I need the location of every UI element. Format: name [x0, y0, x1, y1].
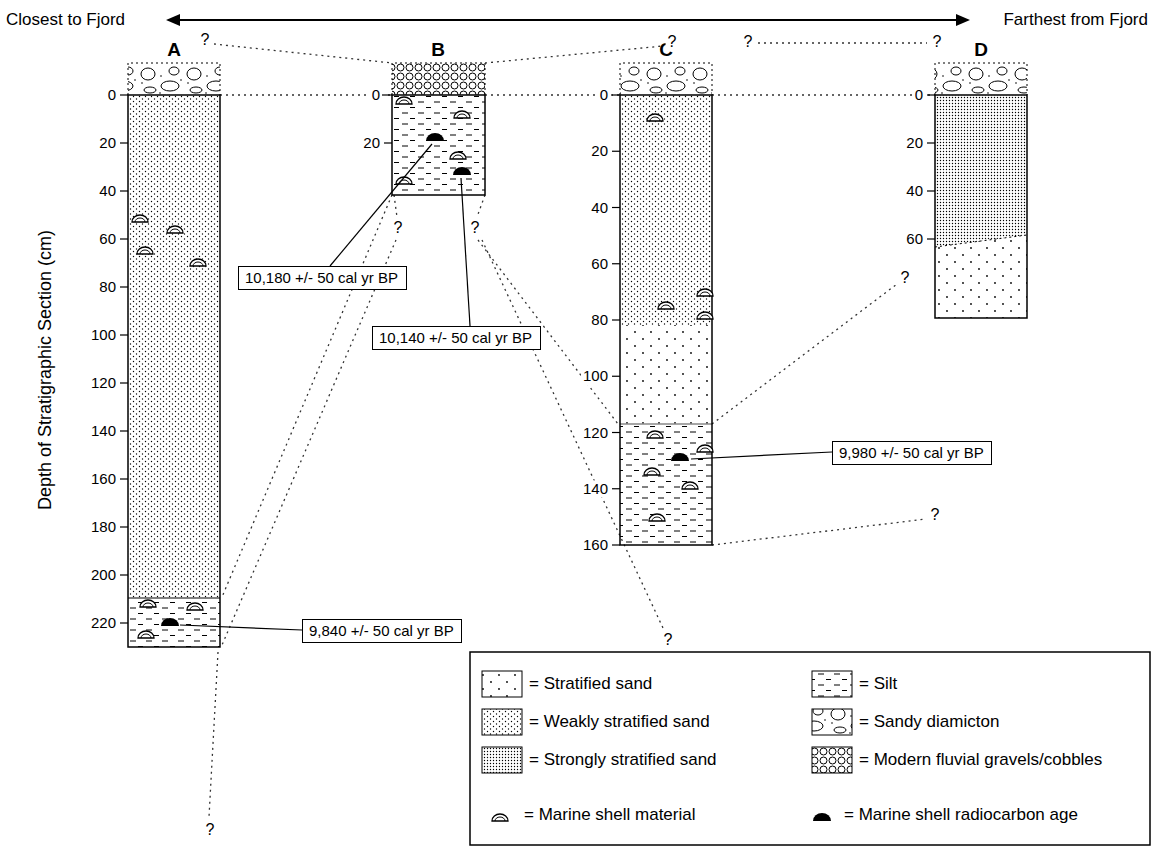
direction-label: Closest to Fjord: [4, 10, 127, 30]
depth-value: 160: [89, 470, 118, 487]
date-box: 10,140 +/- 50 cal yr BP: [372, 326, 541, 350]
tick-mark: [927, 190, 935, 191]
tick-mark: [384, 94, 392, 95]
date-text: 9,840 +/- 50 cal yr BP: [309, 622, 454, 640]
tick-mark: [927, 94, 935, 95]
depth-value: 100: [581, 368, 610, 385]
uncertain-mark: ?: [899, 269, 912, 287]
column-c: [620, 63, 713, 545]
depth-value: 120: [89, 374, 118, 391]
tick-mark: [927, 238, 935, 239]
tick-mark: [612, 151, 620, 152]
tick-mark: [120, 334, 128, 335]
direction-arrow: [166, 14, 970, 26]
tick-mark: [120, 94, 128, 95]
tick-mark: [384, 142, 392, 143]
tick-mark: [612, 263, 620, 264]
legend-text: = Marine shell material: [522, 805, 698, 825]
date-text: 10,180 +/- 50 cal yr BP: [245, 269, 398, 287]
date-box: 10,180 +/- 50 cal yr BP: [238, 266, 407, 290]
depth-value: 180: [89, 518, 118, 535]
depth-value: 140: [581, 480, 610, 497]
legend-text: = Stratified sand: [527, 674, 654, 694]
uncertain-mark: ?: [742, 33, 755, 51]
column-letter: D: [972, 39, 990, 61]
direction-label: Farthest from Fjord: [1001, 10, 1150, 30]
uncertain-mark: ?: [199, 31, 212, 49]
legend-text: = Strongly stratified sand: [527, 750, 719, 770]
depth-value: 120: [581, 424, 610, 441]
depth-value: 0: [913, 86, 925, 103]
tick-mark: [120, 526, 128, 527]
tick-mark: [120, 622, 128, 623]
tick-mark: [120, 430, 128, 431]
legend-text: = Marine shell radiocarbon age: [842, 805, 1080, 825]
uncertain-mark: ?: [204, 821, 217, 839]
column-a: [128, 63, 220, 647]
depth-value: 60: [904, 230, 925, 247]
depth-value: 80: [97, 278, 118, 295]
depth-value: 20: [97, 134, 118, 151]
column-letter: B: [429, 39, 447, 61]
date-box: 9,840 +/- 50 cal yr BP: [302, 619, 462, 643]
column-d: [935, 63, 1027, 318]
axis-title: Depth of Stratigraphic Section (cm): [35, 228, 56, 512]
depth-value: 20: [589, 143, 610, 160]
legend-text: = Sandy diamicton: [857, 712, 1001, 732]
depth-value: 0: [598, 86, 610, 103]
depth-value: 100: [89, 326, 118, 343]
tick-mark: [927, 142, 935, 143]
tick-mark: [612, 94, 620, 95]
depth-value: 60: [589, 255, 610, 272]
tick-mark: [120, 190, 128, 191]
column-letter: A: [165, 39, 183, 61]
leader-lines: [180, 144, 832, 630]
uncertain-mark: ?: [392, 219, 405, 237]
tick-mark: [612, 432, 620, 433]
depth-value: 200: [89, 566, 118, 583]
legend-text: = Weakly stratified sand: [527, 712, 712, 732]
tick-marks: [120, 95, 935, 623]
depth-value: 20: [904, 134, 925, 151]
tick-mark: [612, 376, 620, 377]
tick-mark: [120, 142, 128, 143]
depth-value: 40: [589, 199, 610, 216]
tick-mark: [120, 286, 128, 287]
legend-text: = Silt: [857, 674, 899, 694]
depth-value: 0: [370, 86, 382, 103]
depth-value: 140: [89, 422, 118, 439]
depth-value: 0: [106, 86, 118, 103]
date-text: 9,980 +/- 50 cal yr BP: [839, 444, 984, 462]
uncertain-mark: ?: [929, 506, 942, 524]
legend-text: = Modern fluvial gravels/cobbles: [857, 750, 1104, 770]
date-text: 10,140 +/- 50 cal yr BP: [379, 329, 532, 347]
depth-value: 220: [89, 614, 118, 631]
legend-frame: [470, 652, 1150, 845]
uncertain-mark: ?: [931, 33, 944, 51]
tick-mark: [120, 238, 128, 239]
tick-mark: [120, 382, 128, 383]
depth-value: 40: [904, 182, 925, 199]
uncertain-mark: ?: [469, 219, 482, 237]
tick-mark: [120, 478, 128, 479]
depth-value: 160: [581, 536, 610, 553]
date-box: 9,980 +/- 50 cal yr BP: [832, 441, 992, 465]
tick-mark: [612, 207, 620, 208]
tick-mark: [612, 544, 620, 545]
depth-value: 40: [97, 182, 118, 199]
tick-mark: [612, 319, 620, 320]
tick-mark: [120, 574, 128, 575]
uncertain-mark: ?: [666, 33, 679, 51]
depth-value: 20: [361, 134, 382, 151]
depth-value: 80: [589, 311, 610, 328]
uncertain-mark: ?: [662, 631, 675, 649]
depth-value: 60: [97, 230, 118, 247]
tick-mark: [612, 488, 620, 489]
